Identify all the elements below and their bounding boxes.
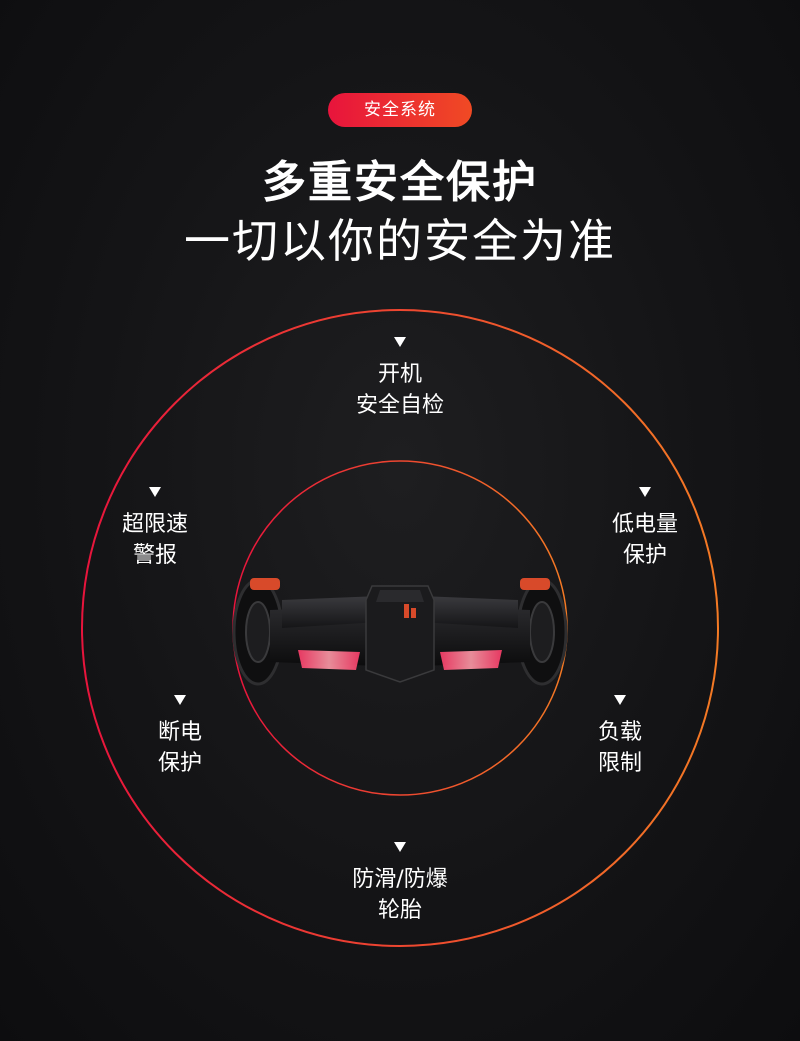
feature-label: 限制 bbox=[597, 751, 642, 776]
down-arrow-icon bbox=[149, 487, 161, 497]
feature-label: 开机 bbox=[377, 362, 422, 387]
feature-load-limit: 负载 限制 bbox=[545, 695, 695, 779]
feature-low-battery-protection: 低电量 保护 bbox=[570, 487, 720, 571]
feature-overspeed-alarm: 超限速 警报 bbox=[80, 487, 230, 571]
feature-label: 断电 bbox=[157, 720, 202, 745]
feature-power-off-protection: 断电 保护 bbox=[105, 695, 255, 779]
down-arrow-icon bbox=[614, 695, 626, 705]
down-arrow-icon bbox=[174, 695, 186, 705]
down-arrow-icon bbox=[394, 337, 406, 347]
down-arrow-icon bbox=[394, 842, 406, 852]
feature-antiskid-tires: 防滑/防爆 轮胎 bbox=[325, 842, 475, 926]
feature-label: 低电量 bbox=[611, 512, 678, 537]
outer-ring bbox=[81, 309, 719, 947]
feature-label: 防滑/防爆 bbox=[352, 867, 448, 892]
section-badge: 安全系统 bbox=[328, 93, 472, 127]
feature-label: 负载 bbox=[597, 720, 642, 745]
feature-label: 安全自检 bbox=[355, 393, 444, 418]
feature-label: 超限速 bbox=[121, 512, 188, 537]
feature-label: 保护 bbox=[157, 751, 202, 776]
page-subtitle: 一切以你的安全为准 bbox=[184, 214, 616, 268]
feature-label: 轮胎 bbox=[377, 898, 422, 923]
page-title: 多重安全保护 bbox=[262, 157, 538, 208]
down-arrow-icon bbox=[639, 487, 651, 497]
feature-label: 保护 bbox=[622, 543, 667, 568]
feature-startup-self-check: 开机 安全自检 bbox=[325, 337, 475, 421]
feature-label: 警报 bbox=[132, 543, 177, 568]
hoverboard-image bbox=[232, 578, 568, 686]
